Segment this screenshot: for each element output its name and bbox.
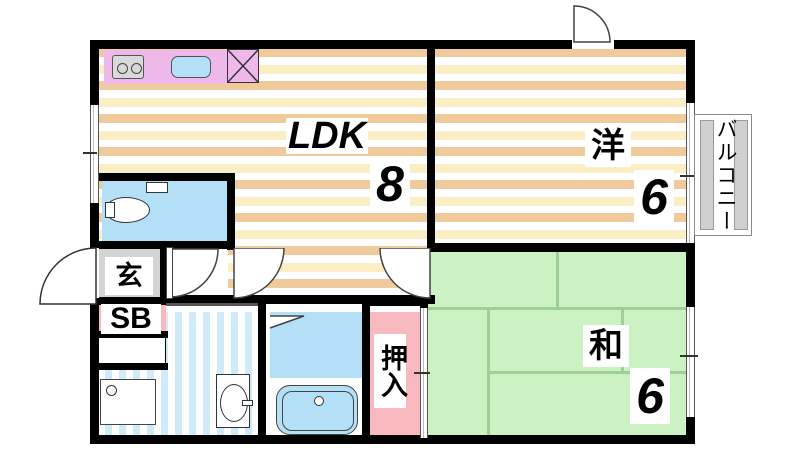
genkan-hall-door-icon[interactable] [168, 247, 222, 301]
toilet-bowl-icon [105, 197, 150, 223]
tatami-seam [487, 307, 490, 442]
label-western-size: 6 [634, 170, 674, 224]
window-tick [414, 372, 430, 374]
tatami-seam [556, 252, 559, 307]
washer-drain-icon [106, 385, 117, 396]
western-door-gap [572, 40, 614, 49]
washroom-door-track [166, 303, 258, 306]
washbasin-faucet-icon [242, 400, 253, 406]
wall-left-lower [90, 240, 99, 444]
washbasin-icon [216, 374, 253, 428]
label-shoe-box: SB [101, 304, 161, 334]
label-genkan: 玄 [105, 257, 153, 295]
balcony-label: バルコニー [714, 118, 738, 233]
ldk-door-icon[interactable] [232, 248, 288, 300]
stove-icon [112, 55, 144, 79]
wall-ldk-bottom [163, 295, 435, 304]
wall-sb-bottom [95, 331, 168, 338]
wall-bottom [90, 435, 694, 444]
wall-ldk-western-partition [427, 40, 435, 250]
tatami-seam [487, 371, 686, 374]
japanese-room-door-icon[interactable] [374, 248, 432, 300]
balcony-rail-left [700, 120, 714, 230]
label-japanese-size: 6 [630, 368, 670, 424]
bath-door-icon [269, 315, 305, 329]
toilet-seat-detail [105, 202, 115, 218]
wall-shoe-cab-bottom [95, 363, 168, 370]
shoe-cabinet-outline [98, 337, 166, 365]
label-japanese-room: 和 [583, 325, 629, 367]
label-oshiire: 押入 [374, 334, 407, 408]
wall-bath-oshiire-divider [362, 304, 370, 442]
wall-toilet-top [95, 173, 235, 181]
window-japanese-right [686, 307, 695, 417]
wall-corridor-bottom [362, 297, 428, 306]
bathtub-icon [276, 385, 358, 435]
label-ldk: LDK [286, 115, 368, 157]
kitchen-sink-icon [171, 56, 211, 78]
wall-western-bottom [427, 243, 694, 252]
tatami-seam [428, 307, 686, 310]
stove-burner-icon [117, 63, 128, 74]
window-tick [83, 152, 97, 154]
bathtub-drain-icon [314, 396, 324, 406]
wall-top [90, 40, 694, 49]
balcony-rail-right [734, 120, 748, 230]
window-tick [680, 355, 698, 357]
bathtub-inner-icon [282, 391, 354, 431]
label-western-room: 洋 [585, 125, 631, 167]
entrance-door-icon[interactable] [38, 246, 100, 308]
stove-burner-icon [131, 63, 142, 74]
wall-genkan-right [160, 241, 168, 303]
window-ldk-left [90, 105, 99, 203]
window-tick [680, 175, 698, 177]
label-ldk-size: 8 [370, 158, 410, 210]
washing-machine-pan-icon [100, 379, 156, 425]
wall-genkan-bottom [95, 297, 168, 305]
wall-washroom-bath-divider [258, 304, 266, 442]
wall-toilet-right [227, 173, 235, 250]
genkan-door-leaf [166, 247, 173, 299]
western-room-door-icon[interactable] [570, 2, 618, 44]
toilet-tank-icon [146, 182, 168, 193]
refrigerator-space-icon [227, 49, 259, 83]
